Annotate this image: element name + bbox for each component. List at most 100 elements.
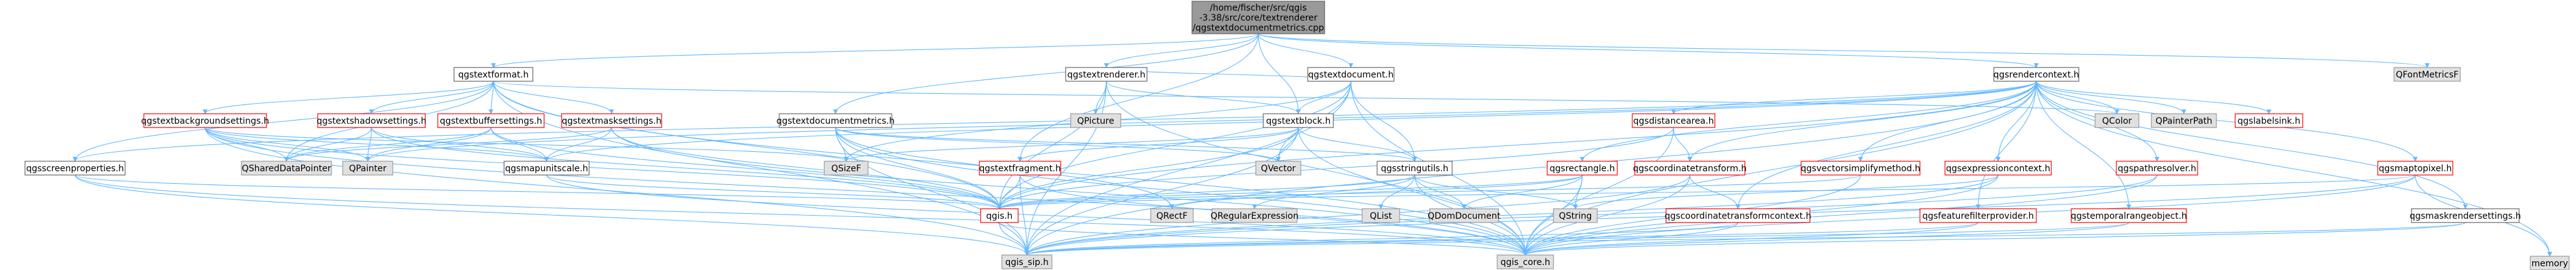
node-qgsscreenproperties[interactable]: qgsscreenproperties.h bbox=[24, 161, 126, 176]
node-qgsmaskrendersettings[interactable]: qgsmaskrendersettings.h bbox=[2410, 208, 2521, 223]
include-edge bbox=[997, 81, 2037, 209]
node-qgsvectorsimplifymethod[interactable]: qgsvectorsimplifymethod.h bbox=[1801, 161, 1921, 176]
node-qgscoordinatetransform[interactable]: qgscoordinatetransform.h bbox=[1633, 161, 1747, 176]
include-edge bbox=[997, 174, 2416, 209]
include-edge bbox=[997, 174, 1861, 209]
include-edge bbox=[1024, 127, 1299, 256]
node-label: qgsrectangle.h bbox=[1550, 164, 1615, 174]
node-qgstextdocument[interactable]: qgstextdocument.h bbox=[1307, 67, 1395, 82]
node-label: QDomDocument bbox=[1428, 211, 1501, 221]
node-box bbox=[24, 161, 126, 176]
node-box bbox=[980, 208, 1019, 223]
node-qgstextmasksettings[interactable]: qgstextmasksettings.h bbox=[561, 113, 662, 128]
node-qgsexpressioncontext[interactable]: qgsexpressioncontext.h bbox=[1944, 161, 2052, 176]
node-qgsmapunitscale[interactable]: qgsmapunitscale.h bbox=[503, 161, 590, 176]
node-box bbox=[342, 161, 393, 176]
node-label: qgsstringutils.h bbox=[1381, 164, 1448, 174]
node-box bbox=[1191, 1, 1325, 34]
include-edge bbox=[997, 127, 1674, 209]
node-box bbox=[1801, 161, 1921, 176]
node-box bbox=[503, 161, 590, 176]
node-box bbox=[2411, 208, 2520, 223]
node-qgslabelsink[interactable]: qgslabelsink.h bbox=[2235, 113, 2303, 128]
include-edge bbox=[205, 127, 549, 162]
include-edge bbox=[999, 222, 1528, 256]
node-label: /qgstextdocumentmetrics.cpp bbox=[1193, 23, 1324, 33]
node-qgsrectangle[interactable]: qgsrectangle.h bbox=[1547, 161, 1618, 176]
include-edge bbox=[1462, 174, 1583, 209]
node-label: qgstextrenderer.h bbox=[1068, 70, 1146, 80]
node-qgstextshadowsettings[interactable]: qgstextshadowsettings.h bbox=[316, 113, 427, 128]
node-label: QPicture bbox=[1077, 116, 1114, 126]
node-label: qgstextdocument.h bbox=[1308, 70, 1394, 80]
node-qgstextblock[interactable]: qgstextblock.h bbox=[1263, 113, 1334, 128]
include-edge bbox=[997, 174, 1021, 209]
node-qgstextformat[interactable]: qgstextformat.h bbox=[453, 67, 533, 82]
node-qgstextbackgroundsettings[interactable]: qgstextbackgroundsettings.h bbox=[141, 113, 270, 128]
node-qgstemporalrangeobject[interactable]: qgstemporalrangeobject.h bbox=[2071, 208, 2187, 223]
node-qlist: QList bbox=[1361, 208, 1400, 223]
include-edge bbox=[2036, 81, 2186, 114]
node-label: QPainter bbox=[349, 164, 386, 174]
node-qgstextfragment[interactable]: qgstextfragment.h bbox=[979, 161, 1061, 176]
node-box bbox=[2393, 67, 2461, 82]
include-edge bbox=[1024, 81, 2037, 256]
node-box bbox=[561, 113, 662, 128]
include-edge bbox=[2036, 81, 2131, 209]
node-qgsh[interactable]: qgis.h bbox=[980, 208, 1019, 223]
node-qpainter: QPainter bbox=[342, 161, 393, 176]
include-edge bbox=[284, 127, 612, 162]
node-label: qgstextblock.h bbox=[1266, 116, 1330, 126]
include-edge bbox=[1350, 81, 1417, 162]
include-edge bbox=[835, 127, 1281, 162]
node-qshareddatapointer: QSharedDataPointer bbox=[241, 161, 332, 176]
include-edge bbox=[1106, 81, 1528, 256]
include-edge bbox=[1298, 127, 1528, 256]
node-qgsfeaturefilterprovider[interactable]: qgsfeaturefilterprovider.h bbox=[1919, 208, 2037, 223]
node-box bbox=[453, 67, 533, 82]
node-root[interactable]: /home/fischer/src/qgis-3.38/src/core/tex… bbox=[1191, 1, 1325, 34]
node-box bbox=[1497, 254, 1554, 269]
node-box bbox=[1255, 161, 1301, 176]
node-qgspathresolver[interactable]: qgspathresolver.h bbox=[2116, 161, 2198, 176]
node-label: qgsmaskrendersettings.h bbox=[2410, 211, 2521, 221]
include-edge bbox=[369, 81, 494, 114]
include-edge bbox=[2036, 81, 2271, 114]
node-qfontmetricsf: QFontMetricsF bbox=[2393, 67, 2461, 82]
include-edge bbox=[205, 127, 370, 162]
include-edge bbox=[1169, 174, 1583, 209]
include-edge bbox=[1523, 222, 1739, 256]
node-qgscoordinatetransformcontext[interactable]: qgscoordinatetransformcontext.h bbox=[1665, 208, 1811, 223]
node-qgsmaptopixel[interactable]: qgsmaptopixel.h bbox=[2377, 161, 2453, 176]
node-qrectf: QRectF bbox=[1150, 208, 1194, 223]
node-qgis_sip: qgis_sip.h bbox=[1001, 254, 1053, 269]
node-qpainterpath: QPainterPath bbox=[2151, 113, 2217, 128]
node-qgstextbuffersettings[interactable]: qgstextbuffersettings.h bbox=[437, 113, 545, 128]
include-edge bbox=[1523, 174, 2158, 256]
node-qgis_core: qgis_core.h bbox=[1497, 254, 1554, 269]
include-edge bbox=[1018, 127, 1299, 162]
node-box bbox=[1361, 208, 1400, 223]
include-edge bbox=[835, 127, 1417, 162]
include-edge bbox=[1024, 174, 1690, 256]
node-label: QVector bbox=[1261, 164, 1296, 174]
include-edge bbox=[1024, 174, 1999, 256]
include-edge bbox=[835, 127, 1528, 256]
node-qgsdistancearea[interactable]: qgsdistancearea.h bbox=[1632, 113, 1715, 128]
include-edge bbox=[999, 222, 1029, 256]
include-edge bbox=[1298, 127, 1417, 162]
node-box bbox=[1211, 208, 1298, 223]
node-label: qgscoordinatetransform.h bbox=[1633, 164, 1747, 174]
node-qgstextrenderer[interactable]: qgstextrenderer.h bbox=[1065, 67, 1148, 82]
node-qgsstringutils[interactable]: qgsstringutils.h bbox=[1376, 161, 1453, 176]
node-label: qgstemporalrangeobject.h bbox=[2071, 211, 2187, 221]
node-qgstextdocumentmetrics[interactable]: qgstextdocumentmetrics.h bbox=[776, 113, 895, 128]
node-label: qgis_sip.h bbox=[1005, 258, 1048, 268]
include-edge bbox=[488, 81, 494, 114]
include-edge bbox=[493, 81, 614, 114]
node-qgsrendercontext[interactable]: qgsrendercontext.h bbox=[1993, 67, 2079, 82]
node-box bbox=[1553, 208, 1598, 223]
include-edge bbox=[1106, 81, 1301, 114]
node-box bbox=[437, 113, 545, 128]
node-box bbox=[241, 161, 332, 176]
